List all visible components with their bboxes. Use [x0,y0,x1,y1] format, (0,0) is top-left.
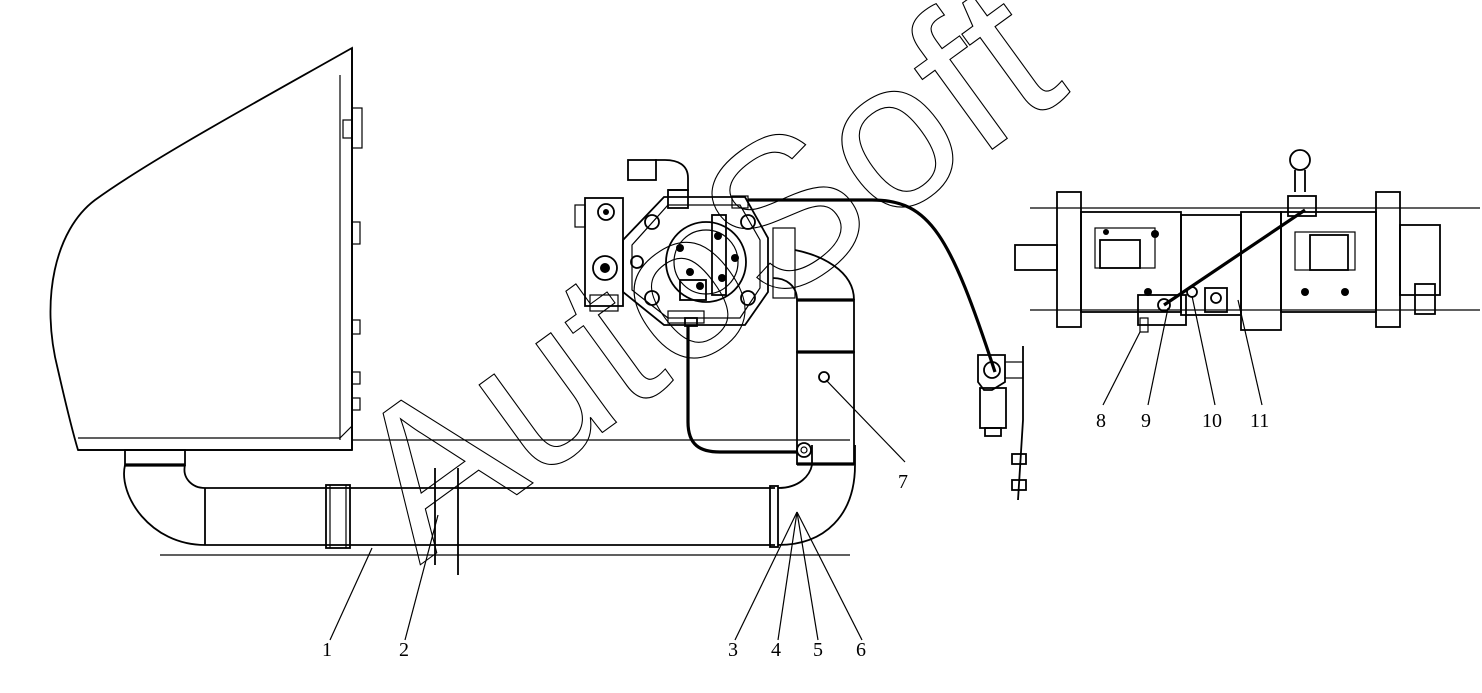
callout-10: 10 [1202,410,1222,432]
suction-pipe [123,445,856,575]
callout-9: 9 [1141,410,1151,432]
watermark: AutoSoft [308,0,1099,602]
callout-2: 2 [399,639,409,661]
callout-8: 8 [1096,410,1106,432]
leader-lines [329,295,1263,641]
callout-7: 7 [898,471,908,493]
callout-6: 6 [856,639,866,661]
pump-assembly-side [1014,149,1480,333]
main-pump-front [574,159,769,327]
callout-11: 11 [1250,410,1269,432]
watermark-text: AutoSoft [308,0,1098,601]
callout-labels: 1 2 3 4 5 6 7 8 9 10 11 [322,410,1269,661]
pilot-hoses [686,198,997,454]
callout-3: 3 [728,639,738,661]
vertical-pipe [772,227,855,466]
hydraulic-tank [49,46,363,451]
callout-4: 4 [771,639,781,661]
callout-5: 5 [813,639,823,661]
callout-1: 1 [322,639,332,661]
frame-lines [160,439,850,556]
line-filter [977,346,1027,501]
